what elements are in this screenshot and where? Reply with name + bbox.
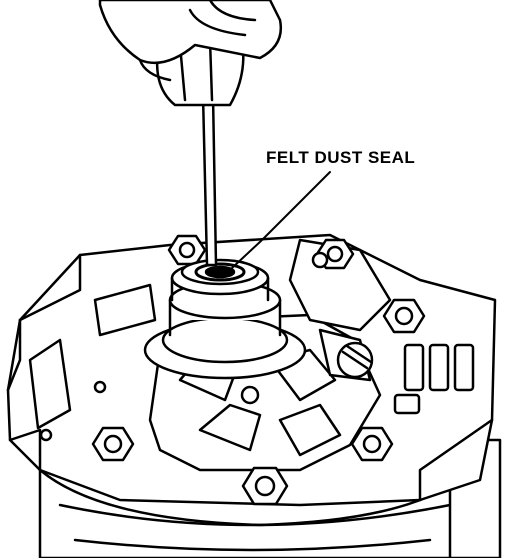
hand	[98, 0, 283, 82]
clutch-hub	[143, 258, 307, 380]
bolt-top-left	[167, 234, 207, 266]
mounting-holes	[39, 251, 329, 442]
center-casting	[148, 313, 382, 472]
bolt-lower-right	[350, 426, 394, 462]
bolt-bottom	[241, 466, 289, 506]
callout-leader-line	[231, 171, 331, 269]
felt-dust-seal-label: FELT DUST SEAL	[266, 148, 416, 167]
bolt-right	[382, 298, 426, 334]
screwdriver	[155, 28, 245, 267]
bolt-left	[91, 426, 135, 462]
